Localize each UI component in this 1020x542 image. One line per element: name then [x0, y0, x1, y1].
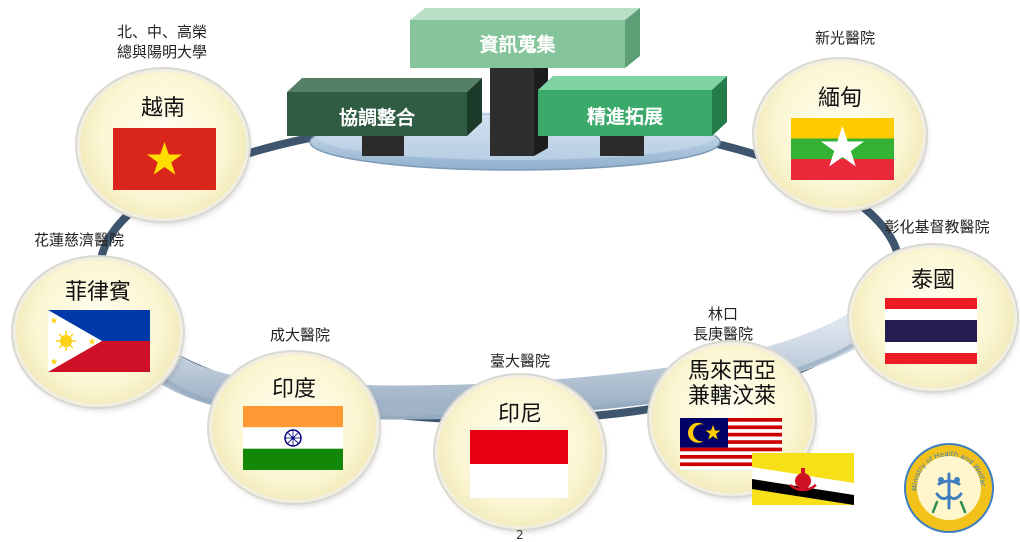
vietnam-flag — [113, 128, 216, 190]
hospital-line: 成大醫院 — [269, 326, 330, 344]
hospital-line: 彰化基督教醫院 — [884, 218, 990, 236]
india-flag — [243, 406, 343, 470]
page-number: 2 — [516, 528, 524, 542]
country-name: 馬來西亞 兼轄汶萊 — [652, 359, 812, 409]
country-name: 菲律賓 — [64, 280, 131, 305]
hospital-label-philippines: 花蓮慈濟醫院 — [14, 230, 144, 250]
hospital-label-malaysia: 林口 長庚醫院 — [678, 304, 768, 344]
hospital-label-myanmar: 新光醫院 — [790, 28, 900, 48]
country-name: 越南 — [140, 96, 185, 121]
hospital-label-indonesia: 臺大醫院 — [470, 351, 570, 371]
brunei-flag — [752, 453, 854, 505]
malaysia-flag — [680, 418, 782, 470]
country-name-line: 馬來西亞 — [687, 359, 776, 384]
hospital-label-vietnam: 北、中、高榮 總與陽明大學 — [92, 22, 232, 62]
thailand-flag — [885, 298, 977, 364]
country-name: 印尼 — [497, 402, 542, 427]
ministry-emblem-icon: Ministry of Health and Welfare — [903, 442, 994, 533]
philippines-flag — [48, 310, 150, 372]
myanmar-flag — [791, 118, 894, 180]
country-name: 印度 — [271, 377, 316, 402]
block-coordination: 協調整合 — [338, 107, 415, 129]
hospital-line: 總與陽明大學 — [116, 43, 207, 61]
hospital-line: 長庚醫院 — [692, 325, 753, 343]
country-name: 泰國 — [910, 268, 955, 293]
block-info-collection: 資訊蒐集 — [479, 34, 556, 56]
country-name-line: 兼轄汶萊 — [687, 384, 776, 409]
country-name: 緬甸 — [817, 86, 862, 111]
block-expansion: 精進拓展 — [586, 106, 663, 128]
hospital-label-india: 成大醫院 — [250, 325, 350, 345]
hospital-line: 臺大醫院 — [489, 352, 550, 370]
hospital-line: 花蓮慈濟醫院 — [33, 231, 124, 249]
indonesia-flag — [470, 430, 568, 498]
hospital-line: 新光醫院 — [814, 29, 875, 47]
hospital-line: 林口 — [707, 305, 738, 323]
hospital-label-thailand: 彰化基督教醫院 — [862, 217, 1012, 237]
hospital-line: 北、中、高榮 — [116, 23, 207, 41]
